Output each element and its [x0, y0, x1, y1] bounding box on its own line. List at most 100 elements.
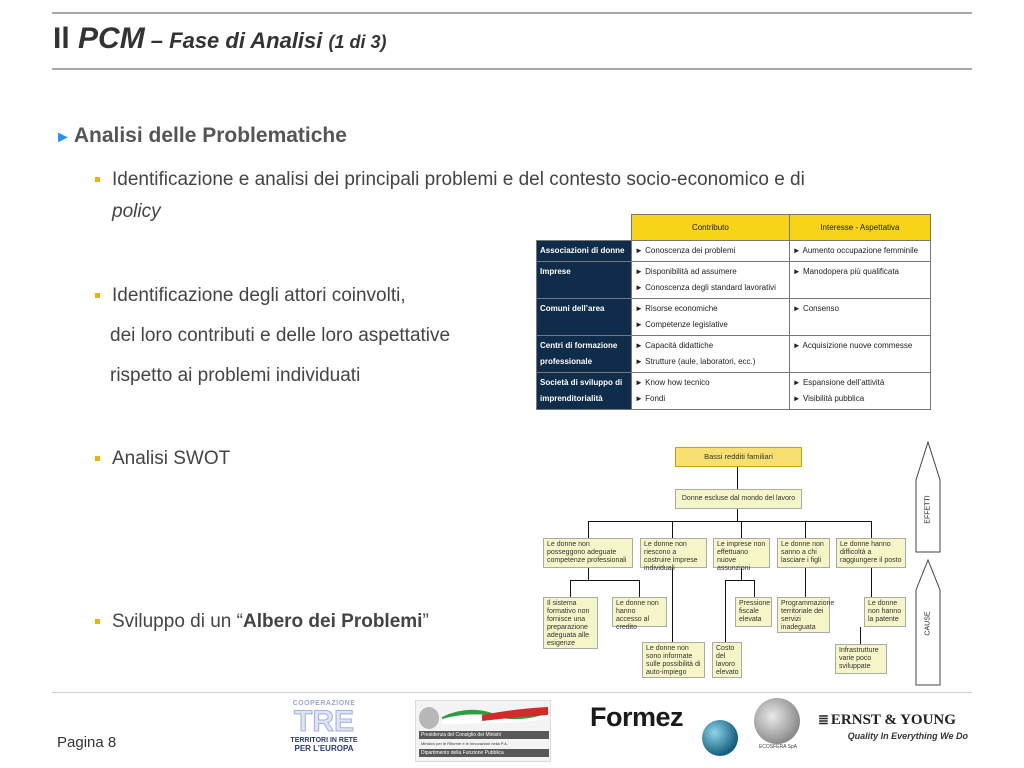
- tree-level3-box: Infrastrutture varie poco sviluppate: [835, 644, 887, 674]
- tree-connector: [741, 521, 742, 538]
- table-cell-interesse: ► Acquisizione nuove commesse: [788, 335, 932, 373]
- cell-item: ► Manodopera più qualificata: [792, 267, 900, 276]
- tree-connector: [737, 467, 738, 489]
- table-header-row: Contributo Interesse - Aspettativa: [536, 214, 932, 241]
- ernst-young-logo: ≣ERNST & YOUNG Quality In Everything We …: [818, 712, 968, 748]
- tree-connector: [860, 627, 861, 644]
- flag-wave-icon: [442, 707, 548, 725]
- table-cell-contributo: ► Capacità didattiche► Strutture (aule, …: [631, 335, 790, 373]
- page-number: Pagina 8: [57, 734, 117, 751]
- tree-level2-box: Il sistema formativo non fornisce una pr…: [543, 597, 598, 649]
- cell-item: ► Conoscenza dei problemi: [635, 246, 736, 255]
- cell-item: ► Capacità didattiche: [635, 341, 714, 350]
- tree-level3-box: Costo del lavoro elevato: [712, 642, 742, 678]
- table-header-contributo: Contributo: [631, 214, 790, 241]
- table-row: Imprese ► Disponibilità ad assumere► Con…: [536, 261, 932, 299]
- ecosfera-sphere-icon: [754, 698, 800, 744]
- table-row-header: Comuni dell’area: [536, 298, 632, 336]
- cell-item: ► Aumento occupazione femminile: [792, 246, 919, 255]
- table-row-header: Società di sviluppo di imprenditorialità: [536, 372, 632, 410]
- table-row: Società di sviluppo di imprenditorialità…: [536, 372, 932, 410]
- tree-connector: [672, 568, 673, 642]
- tree-level1-box: Le imprese non effettuano nuove assunzio…: [713, 538, 770, 572]
- cooperazione-tre-logo: COOPERAZIONE TRE TERRITORI IN RETE PER L…: [282, 700, 366, 766]
- tree-level2-box: Le donne non hanno accesso al credito: [612, 597, 667, 631]
- page-title: Il PCM – Fase di Analisi (1 di 3): [53, 22, 387, 56]
- square-bullet-icon: [95, 619, 100, 624]
- logo2-line-1: Presidenza del Consiglio dei Ministri: [419, 731, 549, 739]
- ecosfera-text: ECOSFERA SpA: [758, 744, 798, 750]
- logo1-mid-text: TRE: [294, 705, 355, 738]
- globe-icon: [702, 720, 738, 756]
- ey-tagline: Quality In Everything We Do: [847, 731, 968, 741]
- table-header-interesse: Interesse - Aspettativa: [788, 214, 932, 241]
- effects-label: EFFETTI: [924, 495, 932, 524]
- stakeholder-table: Contributo Interesse - Aspettativa Assoc…: [536, 214, 932, 410]
- cell-item: ► Conoscenza degli standard lavorativi: [635, 283, 776, 292]
- bullet-2-line-2: dei loro contributi e delle loro aspetta…: [110, 325, 451, 346]
- tree-level2-box: Pressione fiscale elevata: [735, 597, 772, 627]
- table-cell-interesse: ► Consenso: [788, 298, 932, 336]
- bullet-3: Analisi SWOT: [95, 447, 412, 471]
- title-part-il: Il: [53, 22, 79, 55]
- section-heading: ►Analisi delle Problematiche: [55, 124, 347, 148]
- bullet-2-line-3: rispetto ai problemi individuati: [110, 365, 361, 386]
- table-row-header: Centri di formazione professionale: [536, 335, 632, 373]
- table-cell-interesse: ► Manodopera più qualificata: [788, 261, 932, 299]
- effects-causes-arrows: [915, 440, 941, 686]
- causes-label: CAUSE: [924, 611, 932, 636]
- tree-connector: [805, 568, 806, 597]
- table-row: Comuni dell’area ► Risorse economiche ► C…: [536, 298, 932, 336]
- tree-connector: [725, 580, 726, 642]
- tree-connector: [570, 580, 640, 581]
- table-cell-interesse: ► Espansione dell’attività ► Visibilità p…: [788, 372, 932, 410]
- effects-arrow-shape: [915, 440, 941, 553]
- bullet-4-post: ”: [422, 611, 429, 632]
- table-row: Associazioni di donne ► Conoscenza dei p…: [536, 240, 932, 262]
- tree-connector: [588, 521, 589, 538]
- top-divider: [52, 12, 972, 14]
- logo2-line-2: Ministro per le Riforme e le Innovazioni…: [421, 741, 508, 746]
- tree-level2-box: Le donne non hanno la patente: [864, 597, 906, 627]
- table-header-blank: [536, 214, 632, 241]
- tree-level2-box: Programmazione territoriale dei servizi …: [777, 597, 834, 633]
- tree-connector: [754, 580, 755, 597]
- bullet-4-bold: Albero dei Problemi: [242, 611, 423, 632]
- table-cell-interesse: ► Aumento occupazione femminile: [788, 240, 932, 262]
- tree-connector: [672, 521, 673, 538]
- bullet-1: Identificazione e analisi dei principali…: [95, 168, 962, 224]
- tree-level1-box: Le donne non posseggono adeguate compete…: [543, 538, 633, 568]
- bullet-2-continuation: dei loro contributi e delle loro aspetta…: [110, 324, 530, 388]
- ey-wordmark: ≣ERNST & YOUNG: [818, 712, 968, 729]
- cell-item: ► Espansione dell’attività: [792, 378, 885, 387]
- cell-item: ► Fondi: [635, 394, 666, 403]
- flag-red: [482, 707, 548, 721]
- cell-item: ► Acquisizione nuove commesse: [792, 341, 913, 350]
- ey-name: ERNST & YOUNG: [830, 712, 956, 728]
- arrow-right-icon: ►: [55, 129, 71, 146]
- tree-connector: [588, 521, 872, 522]
- cell-item: ► Competenze legislative: [635, 320, 728, 329]
- cell-item: ► Risorse economiche: [635, 304, 718, 313]
- logo2-line-3: Dipartimento della Funzione Pubblica: [419, 749, 549, 757]
- tree-connector: [725, 580, 755, 581]
- table-cell-contributo: ► Know how tecnico► Fondi: [631, 372, 790, 410]
- tree-core-problem: Donne escluse dal mondo del lavoro: [675, 489, 802, 509]
- section-heading-text: Analisi delle Problematiche: [73, 124, 347, 147]
- causes-arrow-shape: [915, 558, 941, 686]
- tree-level1-box: Le donne non sanno a chi lasciare i figl…: [777, 538, 830, 568]
- tree-connector: [741, 568, 742, 580]
- table-row-header: Associazioni di donne: [536, 240, 632, 262]
- table-row: Centri di formazione professionale ► Cap…: [536, 335, 932, 373]
- ecosfera-logo: ECOSFERA SpA: [752, 698, 804, 756]
- table-cell-contributo: ► Risorse economiche ► Competenze legisla…: [631, 298, 790, 336]
- footer-divider: [52, 692, 972, 693]
- tree-connector: [570, 580, 571, 597]
- tree-top-effect: Bassi redditi familiari: [675, 447, 802, 467]
- square-bullet-icon: [95, 177, 100, 182]
- cell-item: ► Visibilità pubblica: [792, 394, 865, 403]
- cell-item: ► Consenso: [792, 304, 839, 313]
- logo1-bottom-text-1: TERRITORI IN RETE: [290, 737, 358, 744]
- tree-connector: [588, 568, 589, 580]
- tree-connector: [871, 521, 872, 538]
